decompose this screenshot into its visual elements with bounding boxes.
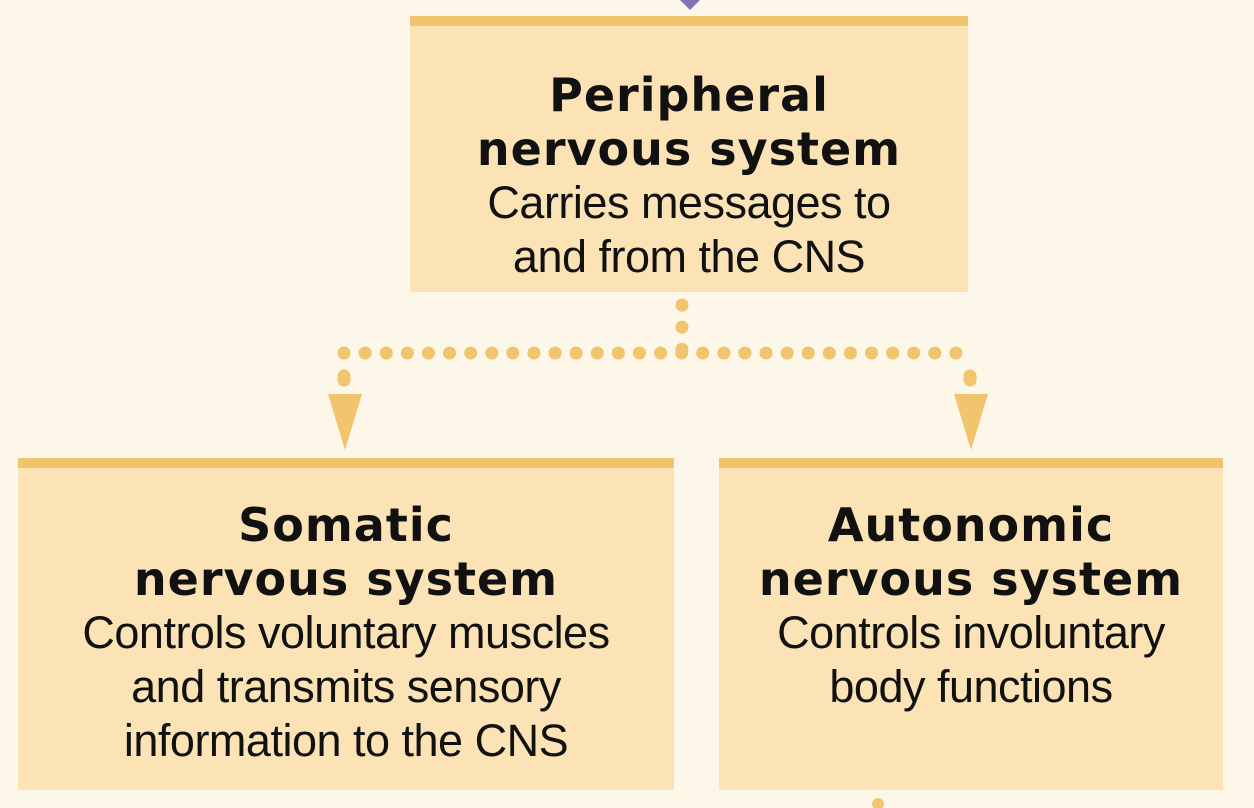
somatic-description: Controls voluntary muscles and transmits… [18, 606, 674, 768]
somatic-nervous-system-box: Somatic nervous system Controls voluntar… [18, 458, 674, 790]
somatic-title-line-2: nervous system [133, 552, 559, 606]
peripheral-title: Peripheral nervous system [410, 68, 968, 176]
autonomic-title-line-2: nervous system [758, 552, 1184, 606]
autonomic-desc-line-2: body functions [829, 661, 1113, 712]
peripheral-title-line-2: nervous system [476, 122, 902, 176]
arrow-to-somatic [328, 394, 362, 450]
peripheral-title-line-1: Peripheral [549, 68, 829, 122]
somatic-desc-line-3: information to the CNS [123, 715, 569, 766]
somatic-title-line-1: Somatic [238, 498, 454, 552]
autonomic-title-line-1: Autonomic [827, 498, 1115, 552]
peripheral-desc-line-2: and from the CNS [512, 231, 866, 282]
continuation-dot [872, 798, 884, 808]
autonomic-desc-line-1: Controls involuntary [777, 607, 1165, 658]
autonomic-title: Autonomic nervous system [719, 498, 1223, 606]
peripheral-description: Carries messages to and from the CNS [410, 176, 968, 284]
peripheral-nervous-system-box: Peripheral nervous system Carries messag… [410, 16, 968, 292]
arrow-to-autonomic [954, 394, 988, 450]
autonomic-description: Controls involuntary body functions [719, 606, 1223, 714]
somatic-title: Somatic nervous system [18, 498, 674, 606]
somatic-desc-line-1: Controls voluntary muscles [82, 607, 610, 658]
somatic-desc-line-2: and transmits sensory [131, 661, 561, 712]
incoming-arrow-tip [680, 0, 700, 10]
autonomic-nervous-system-box: Autonomic nervous system Controls involu… [719, 458, 1223, 790]
peripheral-desc-line-1: Carries messages to [487, 177, 891, 228]
